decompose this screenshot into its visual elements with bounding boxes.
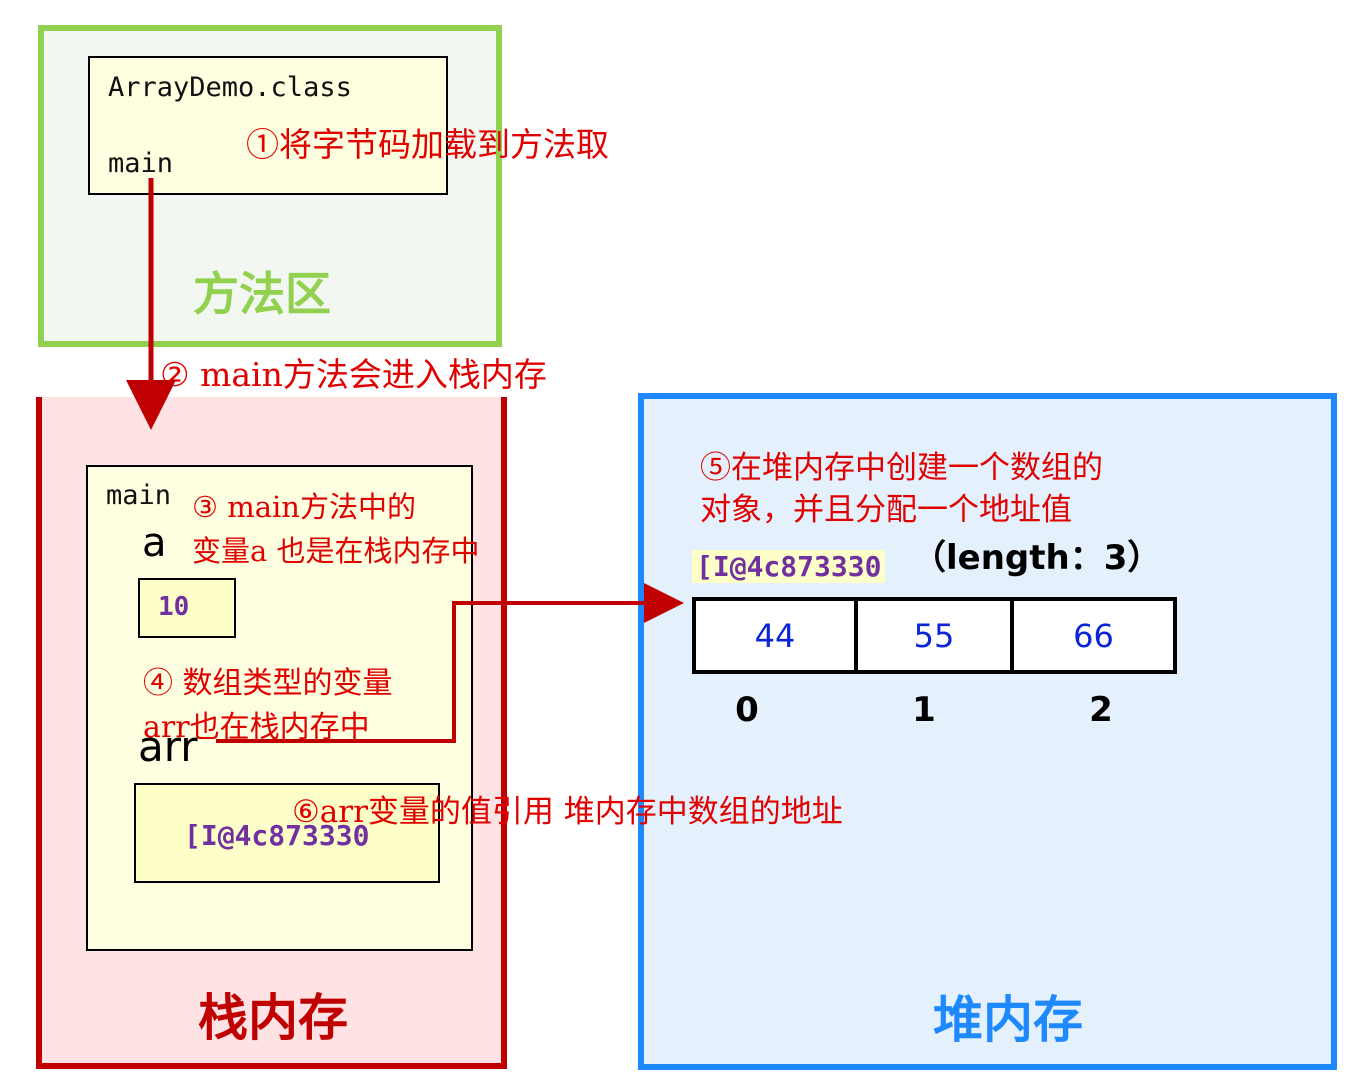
array-cell-1: 55 [854, 597, 1014, 674]
class-file-box [88, 56, 448, 195]
heap-title: 堆内存 [933, 991, 1083, 1049]
annotation-step-2: ② main方法会进入栈内存 [160, 355, 547, 394]
var-arr-name: arr [138, 722, 198, 771]
heap-region [638, 393, 1337, 1070]
array-cell-2: 66 [1010, 597, 1177, 674]
annotation-step-1: ①将字节码加载到方法取 [246, 125, 609, 164]
array-cell-0: 44 [692, 597, 858, 674]
frame-name-label: main [106, 480, 172, 511]
annotation-step-4-line1: ④ 数组类型的变量 [143, 666, 393, 701]
annotation-step-5-line1: ⑤在堆内存中创建一个数组的 [700, 450, 1103, 486]
array-length-label: （length：3） [912, 538, 1162, 578]
stack-title: 栈内存 [198, 989, 348, 1047]
var-arr-slot [134, 783, 440, 883]
annotation-step-3-line2: 变量a 也是在栈内存中 [192, 534, 480, 568]
array-index-0: 0 [735, 690, 759, 730]
annotation-step-6: ⑥arr变量的值引用 堆内存中数组的地址 [292, 794, 843, 830]
var-a-value: 10 [158, 592, 190, 622]
array-index-1: 1 [912, 690, 936, 730]
annotation-step-3-line1: ③ main方法中的 [192, 490, 416, 524]
class-name-label: ArrayDemo.class [108, 72, 352, 103]
var-a-name: a [142, 520, 167, 566]
method-area-title: 方法区 [193, 267, 331, 321]
array-address-label: [I@4c873330 [692, 550, 886, 583]
var-arr-value: [I@4c873330 [184, 819, 370, 852]
annotation-step-5-line2: 对象，并且分配一个地址值 [700, 492, 1072, 528]
main-method-label: main [108, 148, 174, 179]
array-index-2: 2 [1089, 690, 1113, 730]
